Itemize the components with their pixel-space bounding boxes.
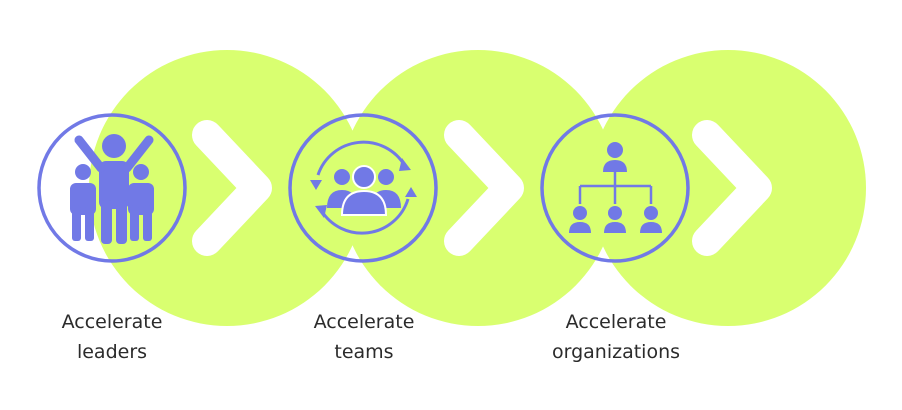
step-1-icon-circle <box>37 113 187 263</box>
step-1-label: Accelerate leaders <box>2 307 222 367</box>
blob-3 <box>590 50 866 326</box>
org-chart-icon <box>569 142 662 233</box>
chevrons <box>192 120 772 256</box>
chevron-right-icon <box>192 120 272 256</box>
step-2-label: Accelerate teams <box>254 307 474 367</box>
step-2-label-line-1: Accelerate <box>313 311 415 333</box>
step-3-label-line-1: Accelerate <box>565 311 667 333</box>
blob-2 <box>340 50 616 326</box>
team-cycle-icon <box>310 140 417 235</box>
step-1-label-line-1: Accelerate <box>61 311 163 333</box>
step-3-label: Accelerate organizations <box>506 307 726 367</box>
blob-1 <box>89 50 365 326</box>
background-blobs <box>89 50 866 326</box>
chevron-right-icon <box>444 120 524 256</box>
step-2-label-line-2: teams <box>334 341 394 363</box>
chevron-right-icon <box>692 120 772 256</box>
step-3-icon-circle <box>540 113 690 263</box>
step-2-icon-circle <box>288 113 438 263</box>
step-3-label-line-2: organizations <box>551 341 681 363</box>
people-cheering-icon <box>70 134 154 244</box>
step-1-label-line-2: leaders <box>76 341 148 363</box>
